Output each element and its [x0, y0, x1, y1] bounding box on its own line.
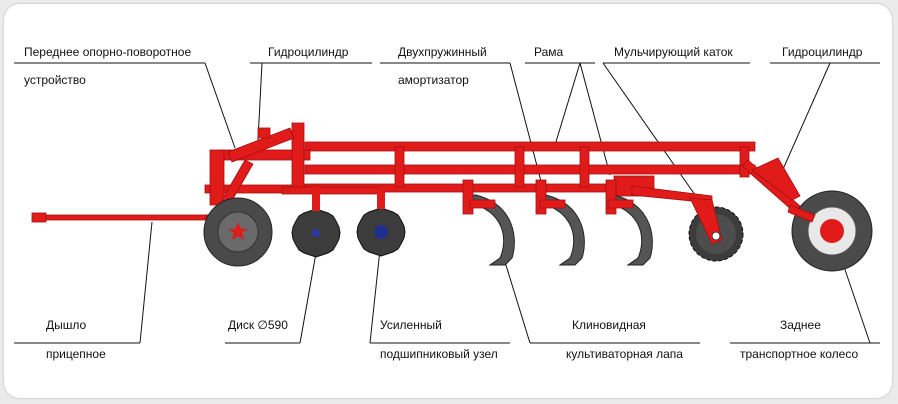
label-bearing-line2: подшипниковый узел: [380, 347, 498, 361]
label-hydro-cylinder-rear: Гидроцилиндр: [782, 45, 863, 59]
label-rear-wheel-line2: транспортное колесо: [740, 347, 859, 361]
label-front-support-line1: Переднее опорно-поворотное: [24, 45, 192, 59]
disc-left: [291, 208, 341, 258]
label-rear-wheel-line1: Заднее: [780, 318, 821, 332]
rear-wheel: [787, 190, 873, 272]
label-bearing-line1: Усиленный: [380, 318, 442, 332]
mulching-roller: [688, 197, 744, 262]
label-drawbar-line1: Дышло: [46, 318, 87, 332]
rear-hydraulic-cylinder: [741, 157, 801, 213]
shank-springs: [462, 179, 634, 215]
label-frame: Рама: [534, 45, 564, 59]
leader-lines: [14, 62, 880, 344]
label-drawbar-line2: прицепное: [46, 347, 106, 361]
disc-left-arm: [312, 187, 320, 211]
front-wheel: [203, 197, 273, 267]
cultivator-shanks: [469, 194, 653, 266]
front-hydraulic-cylinder: [227, 127, 295, 163]
diagram-card: [4, 4, 892, 398]
drawbar: [31, 211, 227, 223]
label-share-line2: культиваторная лапа: [566, 347, 683, 361]
label-share-line1: Клиновидная: [572, 318, 646, 332]
front-support: [204, 122, 383, 206]
label-front-support-line2: устройство: [24, 73, 86, 87]
disc-right-arm: [377, 187, 385, 209]
label-shock-absorber-line1: Двухпружинный: [398, 45, 487, 59]
disc-right: [356, 207, 406, 257]
label-hydro-cylinder-front: Гидроцилиндр: [268, 45, 349, 59]
label-shock-absorber-line2: амортизатор: [398, 73, 469, 87]
label-disc: Диск ∅590: [228, 318, 288, 332]
label-mulching-roller: Мульчирующий каток: [614, 45, 733, 59]
